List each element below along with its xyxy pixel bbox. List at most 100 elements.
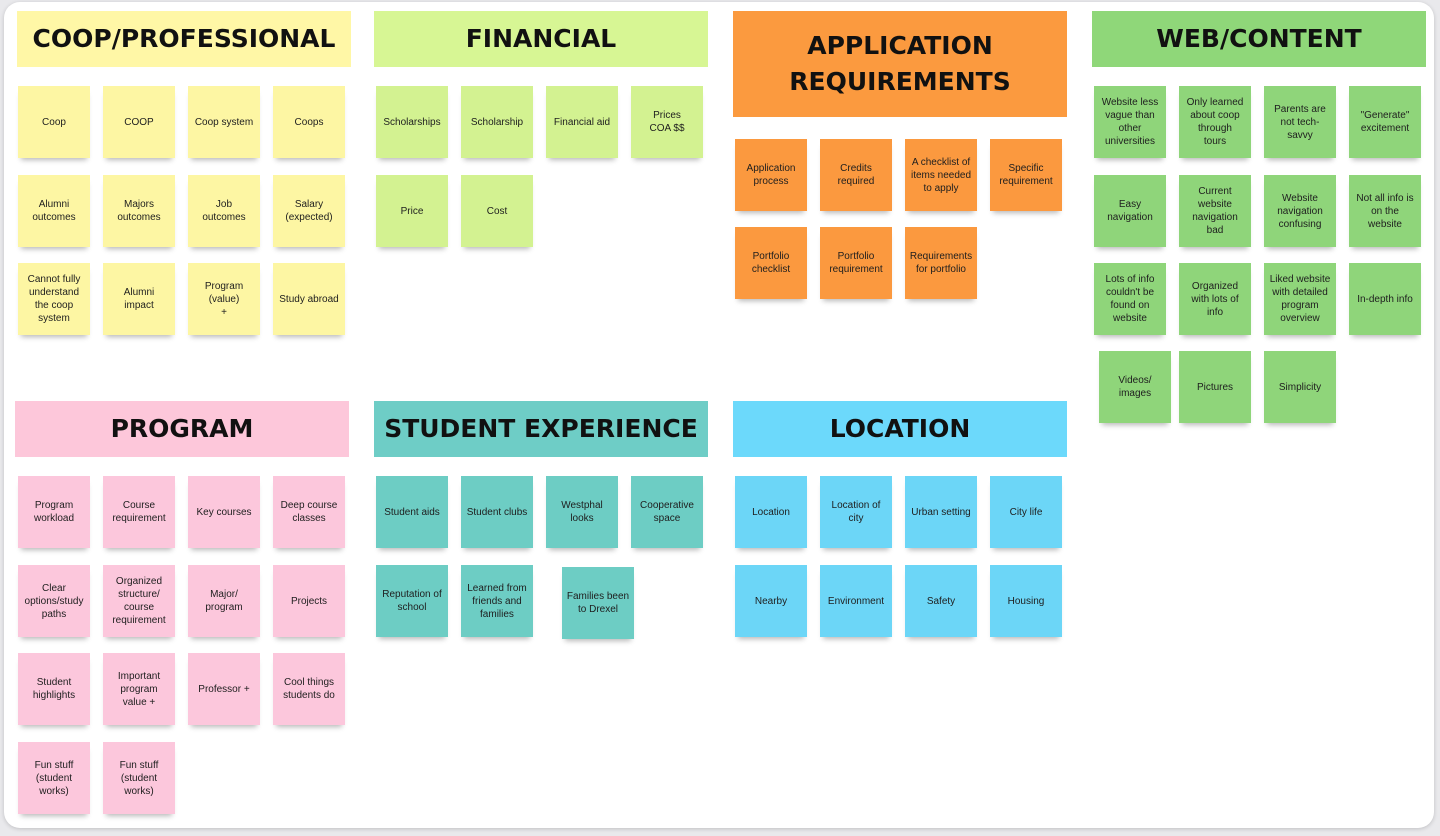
coop-sticky-note[interactable]: Cannot fully understand the coop system <box>18 263 90 335</box>
coop-sticky-note[interactable]: Program (value) + <box>188 263 260 335</box>
sticky-note-text: Website less vague than other universiti… <box>1101 97 1159 147</box>
web-sticky-note[interactable]: "Generate" excitement <box>1349 86 1421 158</box>
web-sticky-note[interactable]: Website less vague than other universiti… <box>1094 86 1166 158</box>
coop-sticky-note[interactable]: Majors outcomes <box>103 175 175 247</box>
web-sticky-note[interactable]: Organized with lots of info <box>1179 263 1251 335</box>
sticky-note-text: Financial aid <box>553 116 611 128</box>
application-sticky-note[interactable]: Specific requirement <box>990 139 1062 211</box>
sticky-note-text: Coop system <box>194 116 254 128</box>
program-sticky-note[interactable]: Professor + <box>188 653 260 725</box>
web-sticky-note[interactable]: Pictures <box>1179 351 1251 423</box>
program-sticky-note[interactable]: Program workload <box>18 476 90 548</box>
sticky-note-text: COOP <box>124 116 154 128</box>
coop-sticky-note[interactable]: Coop system <box>188 86 260 158</box>
web-sticky-note[interactable]: Lots of info couldn't be found on websit… <box>1094 263 1166 335</box>
sticky-note-text: Deep course classes <box>280 500 338 524</box>
financial-sticky-note[interactable]: Price <box>376 175 448 247</box>
sticky-note-text: Application process <box>746 163 796 187</box>
financial-sticky-note[interactable]: Cost <box>461 175 533 247</box>
sticky-note-text: Nearby <box>754 595 788 607</box>
program-sticky-note[interactable]: Course requirement <box>103 476 175 548</box>
experience-sticky-note[interactable]: Cooperative space <box>631 476 703 548</box>
sticky-note-text: Urban setting <box>911 506 971 518</box>
location-sticky-note[interactable]: Nearby <box>735 565 807 637</box>
coop-sticky-note[interactable]: COOP <box>103 86 175 158</box>
sticky-note-text: Fun stuff (student works) <box>119 759 159 797</box>
application-category-header[interactable]: APPLICATION REQUIREMENTS <box>733 11 1067 117</box>
program-sticky-note[interactable]: Organized structure/ course requirement <box>103 565 175 637</box>
financial-sticky-note[interactable]: Scholarships <box>376 86 448 158</box>
program-sticky-note[interactable]: Fun stuff (student works) <box>18 742 90 814</box>
sticky-note-text: Student aids <box>384 506 440 518</box>
experience-sticky-note[interactable]: Student clubs <box>461 476 533 548</box>
sticky-note-text: Portfolio requirement <box>829 251 883 275</box>
sticky-note-text: Major/ program <box>205 589 243 613</box>
sticky-note-text: Organized with lots of info <box>1191 280 1239 318</box>
application-category-title: APPLICATION REQUIREMENTS <box>789 31 1011 96</box>
experience-sticky-note[interactable]: Learned from friends and families <box>461 565 533 637</box>
program-sticky-note[interactable]: Important program value + <box>103 653 175 725</box>
web-sticky-note[interactable]: Not all info is on the website <box>1349 175 1421 247</box>
location-sticky-note[interactable]: Urban setting <box>905 476 977 548</box>
sticky-note-text: Credits required <box>837 163 875 187</box>
location-sticky-note[interactable]: Location <box>735 476 807 548</box>
coop-sticky-note[interactable]: Salary (expected) <box>273 175 345 247</box>
web-sticky-note[interactable]: In-depth info <box>1349 263 1421 335</box>
program-sticky-note[interactable]: Clear options/study paths <box>18 565 90 637</box>
location-sticky-note[interactable]: Location of city <box>820 476 892 548</box>
location-sticky-note[interactable]: City life <box>990 476 1062 548</box>
experience-sticky-note[interactable]: Reputation of school <box>376 565 448 637</box>
web-sticky-note[interactable]: Videos/ images <box>1099 351 1171 423</box>
web-sticky-note[interactable]: Easy navigation <box>1094 175 1166 247</box>
sticky-note-text: City life <box>1009 506 1043 518</box>
program-sticky-note[interactable]: Fun stuff (student works) <box>103 742 175 814</box>
financial-sticky-note[interactable]: Prices COA $$ <box>631 86 703 158</box>
web-sticky-note[interactable]: Current website navigation bad <box>1179 175 1251 247</box>
web-sticky-note[interactable]: Parents are not tech- savvy <box>1264 86 1336 158</box>
coop-category-header[interactable]: COOP/PROFESSIONAL <box>17 11 351 67</box>
web-sticky-note[interactable]: Simplicity <box>1264 351 1336 423</box>
financial-sticky-note[interactable]: Scholarship <box>461 86 533 158</box>
experience-category-header[interactable]: STUDENT EXPERIENCE <box>374 401 708 457</box>
sticky-note-text: Professor + <box>198 683 250 695</box>
application-sticky-note[interactable]: Portfolio requirement <box>820 227 892 299</box>
financial-category-header[interactable]: FINANCIAL <box>374 11 708 67</box>
application-sticky-note[interactable]: A checklist of items needed to apply <box>905 139 977 211</box>
coop-sticky-note[interactable]: Coops <box>273 86 345 158</box>
coop-sticky-note[interactable]: Job outcomes <box>188 175 260 247</box>
location-sticky-note[interactable]: Housing <box>990 565 1062 637</box>
coop-sticky-note[interactable]: Coop <box>18 86 90 158</box>
application-sticky-note[interactable]: Requirements for portfolio <box>905 227 977 299</box>
location-sticky-note[interactable]: Environment <box>820 565 892 637</box>
program-sticky-note[interactable]: Student highlights <box>18 653 90 725</box>
sticky-note-text: Course requirement <box>112 500 166 524</box>
experience-sticky-note[interactable]: Westphal looks <box>546 476 618 548</box>
experience-sticky-note[interactable]: Families been to Drexel <box>562 567 634 639</box>
program-sticky-note[interactable]: Major/ program <box>188 565 260 637</box>
application-sticky-note[interactable]: Portfolio checklist <box>735 227 807 299</box>
experience-sticky-note[interactable]: Student aids <box>376 476 448 548</box>
sticky-note-text: A checklist of items needed to apply <box>910 156 972 194</box>
coop-sticky-note[interactable]: Alumni impact <box>103 263 175 335</box>
coop-sticky-note[interactable]: Study abroad <box>273 263 345 335</box>
location-category-header[interactable]: LOCATION <box>733 401 1067 457</box>
web-sticky-note[interactable]: Website navigation confusing <box>1264 175 1336 247</box>
coop-sticky-note[interactable]: Alumni outcomes <box>18 175 90 247</box>
application-sticky-note[interactable]: Credits required <box>820 139 892 211</box>
sticky-note-text: Housing <box>1007 595 1045 607</box>
sticky-note-text: Prices COA $$ <box>649 110 685 134</box>
financial-sticky-note[interactable]: Financial aid <box>546 86 618 158</box>
program-category-header[interactable]: PROGRAM <box>15 401 349 457</box>
web-category-header[interactable]: WEB/CONTENT <box>1092 11 1426 67</box>
program-sticky-note[interactable]: Cool things students do <box>273 653 345 725</box>
sticky-note-text: In-depth info <box>1357 293 1413 305</box>
sticky-note-text: Program workload <box>33 500 75 524</box>
program-sticky-note[interactable]: Deep course classes <box>273 476 345 548</box>
program-sticky-note[interactable]: Key courses <box>188 476 260 548</box>
program-sticky-note[interactable]: Projects <box>273 565 345 637</box>
application-sticky-note[interactable]: Application process <box>735 139 807 211</box>
web-sticky-note[interactable]: Liked website with detailed program over… <box>1264 263 1336 335</box>
location-sticky-note[interactable]: Safety <box>905 565 977 637</box>
web-sticky-note[interactable]: Only learned about coop through tours <box>1179 86 1251 158</box>
